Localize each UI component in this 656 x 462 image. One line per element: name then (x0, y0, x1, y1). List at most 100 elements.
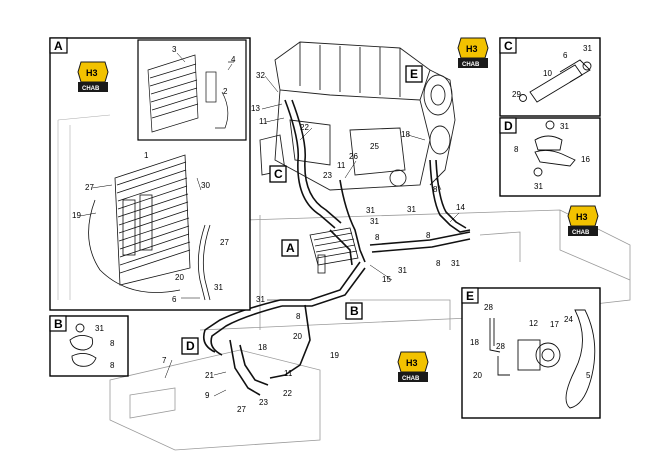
label: 22 (300, 123, 309, 132)
label: 8 (426, 231, 431, 240)
label: 8 (375, 233, 380, 242)
hoses (202, 99, 471, 396)
label: 31 (398, 266, 407, 275)
label: 1 (144, 151, 149, 160)
label: 5 (586, 371, 591, 380)
compressor-e (489, 309, 596, 409)
panel-c-letter: C (504, 39, 513, 53)
label: 8 (110, 339, 115, 348)
logo-text: H3 (86, 68, 98, 78)
label: 30 (201, 181, 210, 190)
callout-d: D (186, 339, 195, 353)
label: 23 (259, 398, 268, 407)
logo-subtext: CHAB (402, 376, 420, 382)
label: 28 (496, 342, 505, 351)
label: 11 (259, 117, 268, 126)
panel-d: D 31 8 16 31 (499, 117, 601, 197)
label: 31 (95, 324, 104, 333)
panel-e-letter: E (466, 289, 474, 303)
logo-3: H3 CHAB (567, 205, 599, 236)
label: 18 (401, 130, 410, 139)
engine (259, 41, 456, 191)
logo-text: H3 (406, 358, 418, 368)
label: 17 (550, 320, 559, 329)
center-condenser (309, 227, 359, 274)
panel-e: E 28 18 28 20 12 17 24 5 (461, 287, 601, 419)
leader-lines (164, 75, 460, 397)
label: 31 (366, 206, 375, 215)
label: 22 (283, 389, 292, 398)
clamp-b (69, 323, 97, 367)
label: 31 (407, 205, 416, 214)
panel-b: B 31 8 8 (49, 315, 129, 377)
label: 8 (514, 145, 519, 154)
label: 31 (370, 217, 379, 226)
logo-subtext: CHAB (82, 86, 100, 92)
label: 19 (72, 211, 81, 220)
label: 25 (370, 142, 379, 151)
label: 26 (349, 152, 358, 161)
panel-c: C 31 6 10 29 (499, 37, 601, 117)
panel-b-letter: B (54, 317, 63, 331)
label: 31 (534, 182, 543, 191)
label: 20 (293, 332, 302, 341)
label: 23 (323, 171, 332, 180)
label: 15 (382, 275, 391, 284)
panel-d-letter: D (504, 119, 513, 133)
label: 32 (256, 71, 265, 80)
label: 24 (564, 315, 573, 324)
logo-subtext: CHAB (462, 62, 480, 68)
logo-text: H3 (576, 212, 588, 222)
label: 27 (237, 405, 246, 414)
label: 7 (162, 356, 167, 365)
callout-a: A (286, 241, 295, 255)
label: 8 (436, 259, 441, 268)
panel-a-letter: A (54, 39, 63, 53)
label: 31 (214, 283, 223, 292)
label: 6 (172, 295, 177, 304)
label: 11 (284, 369, 293, 378)
label: 16 (581, 155, 590, 164)
logo-4: H3 CHAB (397, 351, 429, 382)
label: 13 (251, 104, 260, 113)
label: 27 (85, 183, 94, 192)
logo-text: H3 (466, 44, 478, 54)
label: 29 (512, 90, 521, 99)
callout-b: B (350, 304, 359, 318)
main-labels: 32 13 11 22 26 25 11 23 18 8 31 31 14 8 … (162, 71, 465, 414)
label: 12 (529, 319, 538, 328)
logo-1: H3 CHAB (77, 61, 109, 92)
label: 14 (456, 203, 465, 212)
label: 4 (231, 55, 236, 64)
callout-c: C (274, 167, 283, 181)
label: 31 (560, 122, 569, 131)
logo-2: H3 CHAB (457, 37, 489, 68)
label: 18 (258, 343, 267, 352)
label: 31 (256, 295, 265, 304)
clamp-d (533, 120, 576, 177)
label: 8 (296, 312, 301, 321)
label: 28 (484, 303, 493, 312)
label: 3 (172, 45, 177, 54)
label: 11 (337, 161, 346, 170)
label: 8 (433, 185, 438, 194)
label: 2 (223, 87, 228, 96)
inset-condenser (147, 54, 234, 133)
label: 19 (330, 351, 339, 360)
bracket-c (519, 59, 592, 103)
label: 20 (473, 371, 482, 380)
label: 31 (451, 259, 460, 268)
label: 18 (470, 338, 479, 347)
label: 6 (563, 51, 568, 60)
label: 9 (205, 391, 210, 400)
label: 8 (110, 361, 115, 370)
label: 21 (205, 371, 214, 380)
label: 31 (583, 44, 592, 53)
label: 27 (220, 238, 229, 247)
condenser (88, 154, 211, 301)
logo-subtext: CHAB (572, 230, 590, 236)
label: 20 (175, 273, 184, 282)
callouts: C E A B D (181, 65, 423, 355)
